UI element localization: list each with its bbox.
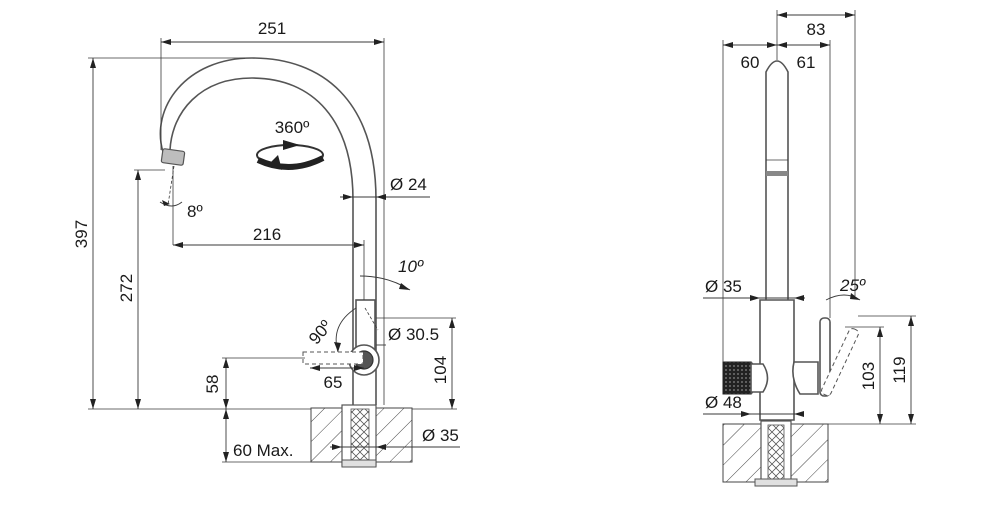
label-119: 119 [890,356,909,383]
label-90-degrees: 90º [305,317,336,348]
label-diameter-48: Ø 48 [705,393,742,412]
dim-tilt-8: 8º [159,165,203,245]
faucet-spout-front [759,60,795,421]
label-8-degrees: 8º [187,202,203,221]
dim-lever-25: 25º [825,276,866,301]
faucet-spout-side [159,57,377,405]
counter-block-side [310,404,413,468]
label-diameter-24: Ø 24 [390,175,427,194]
label-65: 65 [324,373,343,392]
label-397: 397 [72,220,91,248]
knob-front [722,361,769,395]
label-104: 104 [431,356,450,384]
dim-spout-diameter: Ø 24 [340,175,430,200]
label-58: 58 [203,375,222,394]
dim-height-58: 58 [203,357,305,409]
dim-height-119: 119 [828,315,916,425]
dim-height-103: 103 [845,326,884,424]
dim-hole-diameter-side: Ø 35 [330,426,460,450]
label-10-degrees: 10º [398,257,424,276]
lever-front [792,317,859,397]
dim-width-251: 251 [160,19,385,405]
label-25-degrees: 25º [839,276,866,295]
dim-height-104: 104 [412,318,457,410]
dim-counter-max: 60 Max. [222,409,311,463]
label-272: 272 [117,274,136,302]
rotation-arrow-icon [256,140,325,171]
dim-height-397: 397 [72,57,311,410]
label-83: 83 [807,20,826,39]
counter-block-front [722,420,829,487]
label-216: 216 [253,225,281,244]
label-60: 60 [741,53,760,72]
label-60-max: 60 Max. [233,441,293,460]
label-251: 251 [258,19,286,38]
dim-tilt-10: 10º [359,257,424,291]
label-360-degrees: 360º [275,118,310,137]
label-diameter-35-front: Ø 35 [705,277,742,296]
front-view: 83 60 61 Ø 35 Ø 48 [703,10,916,487]
label-diameter-35-side: Ø 35 [422,426,459,445]
label-103: 103 [859,362,878,390]
dim-body-diameter-front: Ø 35 [703,277,805,301]
dim-lever-diameter: Ø 30.5 [376,317,456,346]
dim-height-272: 272 [117,169,165,409]
lever-side [302,299,380,376]
label-diameter-30-5: Ø 30.5 [388,325,439,344]
dim-reach-216: 216 [173,225,365,300]
side-view: 251 397 272 8º [72,19,460,468]
dim-lever-90: 90º [305,307,357,353]
dim-offsets-60-61: 60 61 [722,40,831,362]
dim-knob-diameter: Ø 48 [703,393,804,417]
dim-lever-reach-65: 65 [310,365,364,392]
label-61: 61 [797,53,816,72]
dim-width-83: 83 [776,10,856,296]
